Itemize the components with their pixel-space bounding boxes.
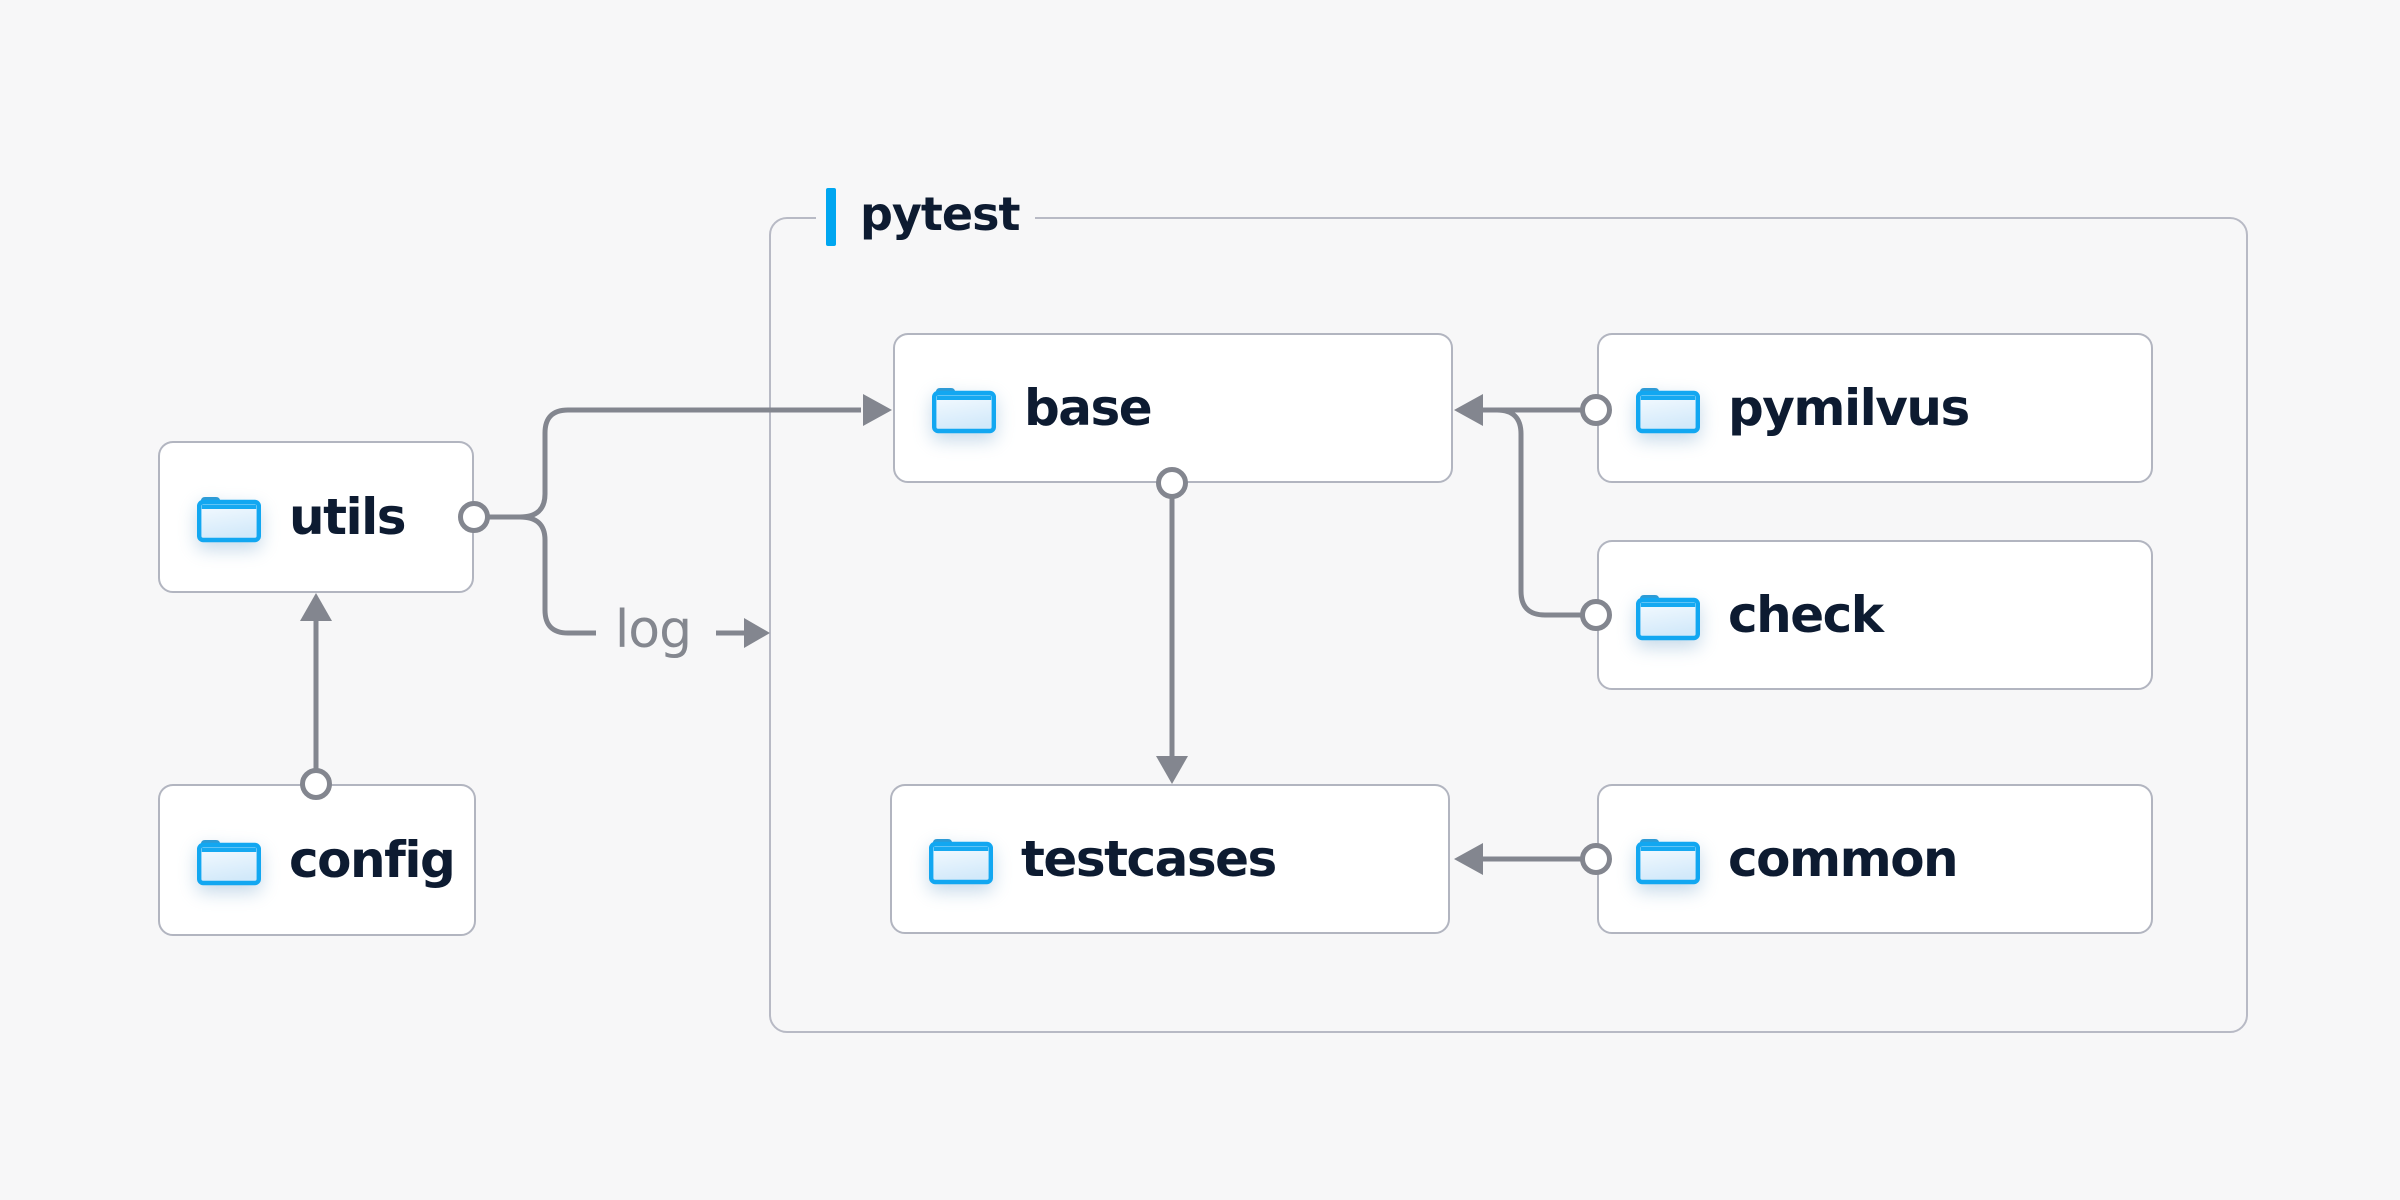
folder-icon (197, 497, 261, 543)
accent-bar (826, 188, 836, 246)
folder-icon (1636, 839, 1700, 885)
arrowhead-log (744, 618, 770, 648)
node-label: base (1024, 379, 1153, 437)
node-config: config (158, 784, 476, 936)
node-label: utils (289, 488, 407, 546)
node-base: base (893, 333, 1453, 483)
node-label: check (1728, 586, 1884, 644)
node-label: pymilvus (1728, 379, 1970, 437)
node-testcases: testcases (890, 784, 1450, 934)
node-common: common (1597, 784, 2153, 934)
folder-icon (932, 388, 996, 434)
folder-icon (1636, 595, 1700, 641)
folder-icon (929, 839, 993, 885)
node-label: common (1728, 830, 1959, 888)
node-label: testcases (1021, 830, 1277, 888)
group-title: pytest (860, 187, 1020, 241)
node-label: config (289, 831, 456, 889)
node-pymilvus: pymilvus (1597, 333, 2153, 483)
folder-icon (197, 840, 261, 886)
node-check: check (1597, 540, 2153, 690)
arrowhead-into-utils (300, 593, 332, 621)
node-utils: utils (158, 441, 474, 593)
log-edge-label: log (614, 600, 692, 660)
pytest-group-container (769, 217, 2248, 1033)
folder-icon (1636, 388, 1700, 434)
pytest-group-label: pytest (816, 186, 1036, 248)
